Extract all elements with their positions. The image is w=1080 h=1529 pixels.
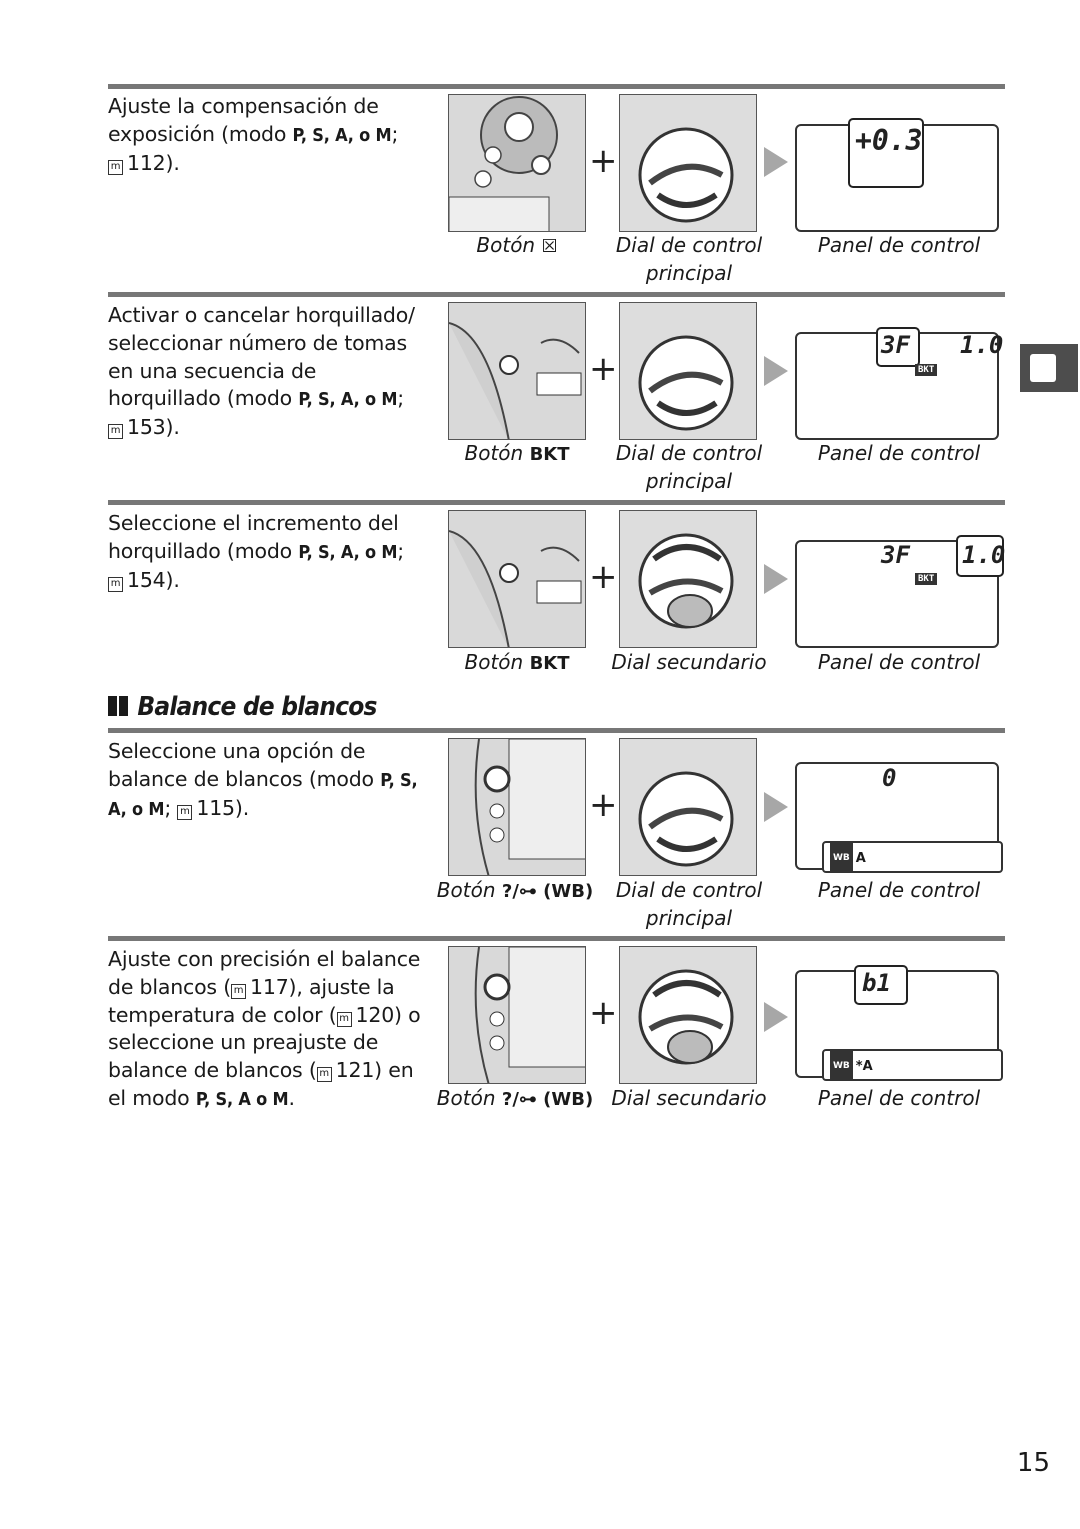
dial-illustration <box>619 302 757 440</box>
button-caption: Botón BKT <box>464 441 570 465</box>
lcd-highlight <box>956 535 1004 577</box>
sub-dial-illustration <box>619 946 757 1084</box>
book-ref-icon: m <box>108 159 123 175</box>
lcd-highlight <box>854 965 908 1005</box>
row-description: Ajuste con precisión el balance de blanc… <box>108 947 421 1110</box>
book-ref-icon: m <box>108 424 123 440</box>
button-caption: Botón ?/⊶ (WB) <box>436 1086 594 1110</box>
lcd-value: 0 <box>882 764 897 792</box>
lcd-highlight <box>876 327 920 367</box>
bkt-indicator: BKT <box>915 364 938 377</box>
arrow-icon <box>764 356 788 386</box>
plus-icon: + <box>589 993 618 1033</box>
camera-button-illustration <box>448 946 586 1084</box>
lcd-increment: 1.0 <box>962 541 1006 569</box>
book-ref-icon: m <box>231 983 247 999</box>
panel-caption: Panel de control <box>817 233 981 257</box>
panel-caption: Panel de control <box>817 650 981 674</box>
panel-caption: Panel de control <box>817 441 981 465</box>
rooster-icon <box>1030 354 1056 382</box>
plus-icon: + <box>589 141 618 181</box>
book-ref-icon: m <box>336 1011 352 1027</box>
book-ref-icon: m <box>108 576 123 592</box>
arrow-icon <box>764 792 788 822</box>
bkt-indicator: BKT <box>915 573 938 586</box>
plus-icon: + <box>589 557 618 597</box>
section-rule <box>108 728 1005 733</box>
row-description: Ajuste la compensación de exposición (mo… <box>108 94 399 175</box>
lcd-value: b1 <box>862 969 891 997</box>
camera-button-illustration <box>448 510 586 648</box>
section-rule <box>108 84 1005 89</box>
lcd-highlight <box>848 118 924 188</box>
lcd-increment: 1.0 <box>960 331 1004 359</box>
dial-caption: Dial secundario <box>611 1086 767 1110</box>
camera-button-illustration <box>448 738 586 876</box>
section-rule <box>108 292 1005 297</box>
row-description: Seleccione el incremento del horquillado… <box>108 511 404 592</box>
dial-illustration <box>619 738 757 876</box>
plus-icon: + <box>589 349 618 389</box>
button-caption: Botón ?/⊶ (WB) <box>436 878 594 902</box>
chapter-tab[interactable] <box>1020 344 1078 392</box>
row-description: Activar o cancelar horquillado/ seleccio… <box>108 303 415 440</box>
section-title: Balance de blancos <box>108 692 377 722</box>
sub-dial-illustration <box>619 510 757 648</box>
book-ref-icon: m <box>316 1067 332 1083</box>
panel-caption: Panel de control <box>817 1086 981 1110</box>
button-caption: Botón BKT <box>464 650 570 674</box>
arrow-icon <box>764 147 788 177</box>
lcd-frames: 3F <box>881 331 910 359</box>
page-number: 15 <box>1016 1448 1050 1478</box>
camera-button-illustration <box>448 94 586 232</box>
lcd-frames: 3F <box>881 541 910 569</box>
section-rule <box>108 500 1005 505</box>
button-caption: Botón ☒ <box>476 233 558 257</box>
arrow-icon <box>764 564 788 594</box>
book-ref-icon: m <box>177 804 193 820</box>
row-description: Seleccione una opción de balance de blan… <box>108 739 418 820</box>
dial-caption: Dial de control principal <box>615 878 763 930</box>
panel-caption: Panel de control <box>817 878 981 902</box>
wb-indicator: WB*A <box>822 1049 1003 1081</box>
camera-button-illustration <box>448 302 586 440</box>
dial-caption: Dial de control principal <box>615 233 763 285</box>
dial-caption: Dial de control principal <box>615 441 763 493</box>
section-rule <box>108 936 1005 941</box>
plus-icon: + <box>589 785 618 825</box>
dial-caption: Dial secundario <box>611 650 767 674</box>
arrow-icon <box>764 1002 788 1032</box>
lcd-value: +0.3 <box>855 124 923 157</box>
dial-illustration <box>619 94 757 232</box>
